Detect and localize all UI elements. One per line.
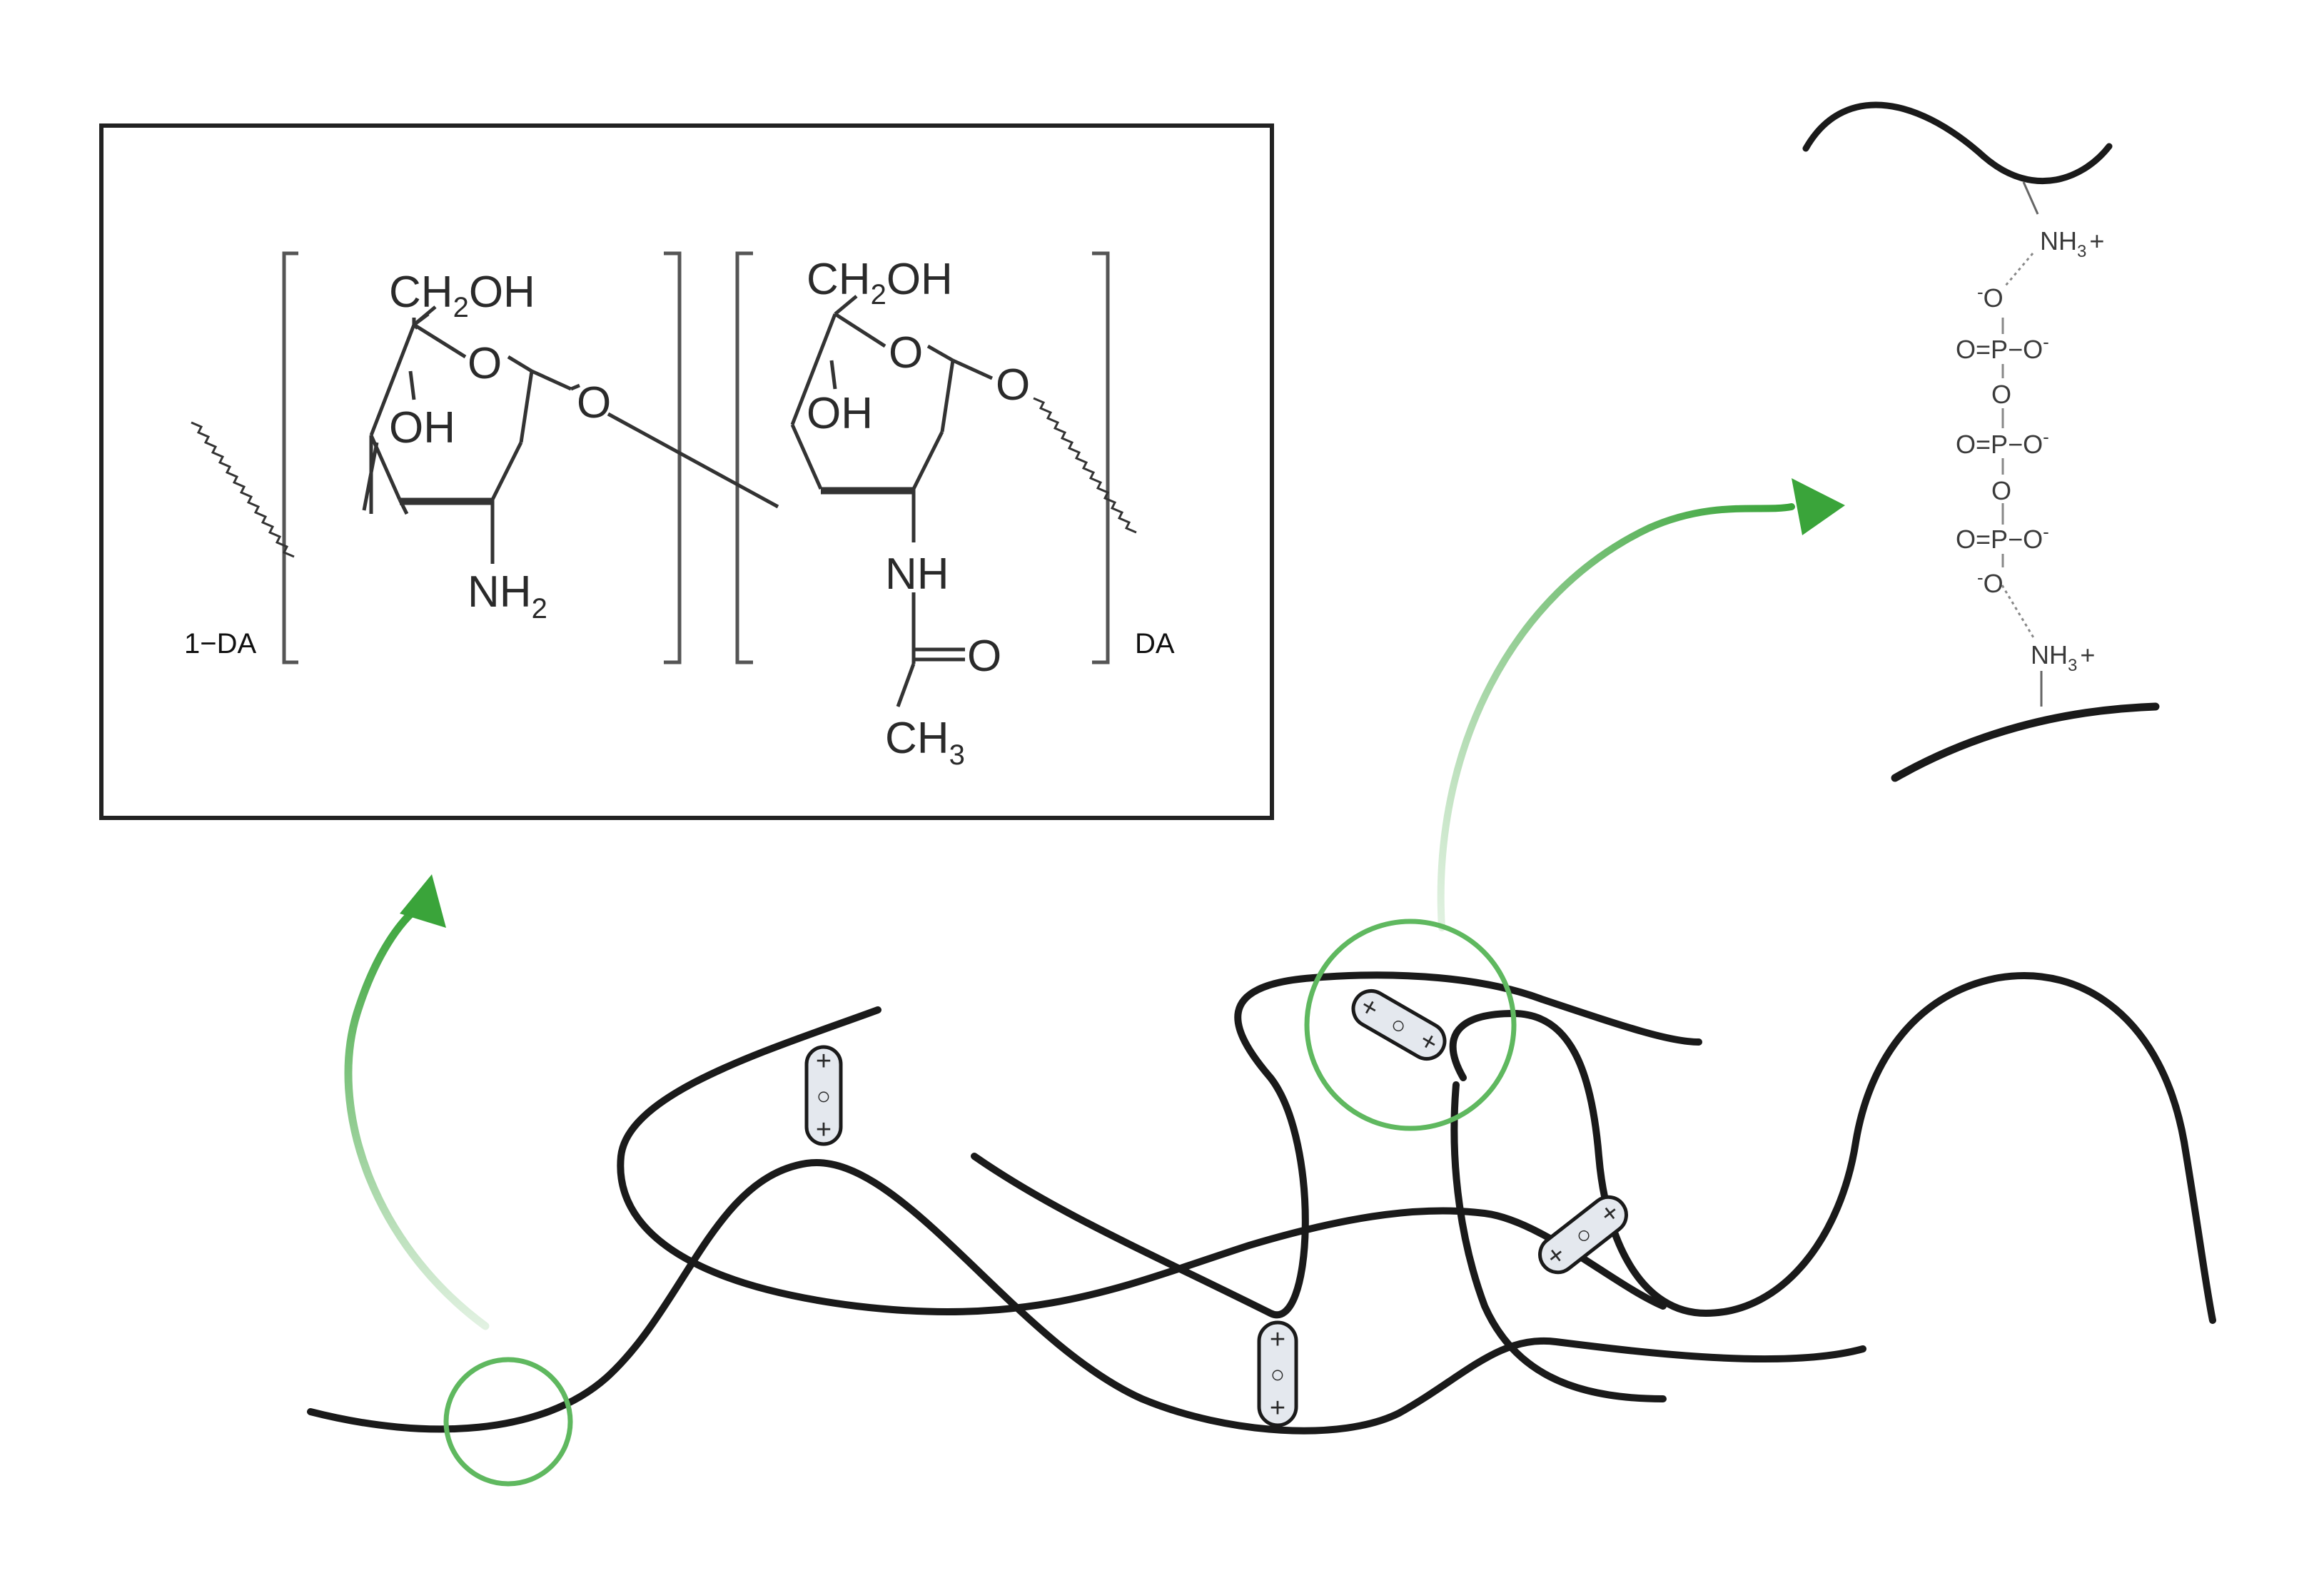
zoom-arrow-right <box>1437 478 1845 931</box>
ionic-circle-1: ○ <box>817 1083 832 1110</box>
unit2-ch2oh-label: CH2OH <box>807 255 953 310</box>
unit2-ch3-label: CH3 <box>885 714 965 771</box>
ionic-bond-2: + ○ + <box>1351 989 1447 1061</box>
bracket-left-close <box>664 251 682 664</box>
phosphate-row-3: O=P−O- <box>1956 521 2049 554</box>
polymer-chain-3 <box>971 971 1702 1319</box>
polymer-chain-2 <box>617 1006 1667 1315</box>
ring1-left-bond <box>362 442 379 511</box>
unit1-ring-oxygen: O <box>468 339 502 388</box>
bottom-polymer-strand <box>1891 702 2160 782</box>
phosphate-row-2: O=P−O- <box>1956 426 2049 459</box>
ring1-anomeric-bond <box>570 383 580 391</box>
ionic-interaction-dotted-bottom <box>2001 585 2036 639</box>
zoom-arrow-left <box>344 874 490 1330</box>
nh3-plus-bottom: NH3+ <box>2031 640 2095 675</box>
ionic-plus-4b: + <box>1270 1393 1285 1423</box>
unit2-ring-oxygen: O <box>889 328 923 378</box>
wavy-bond-left <box>191 421 295 558</box>
ring1-oh-bond <box>408 370 416 400</box>
nh3-plus-top: NH3+ <box>2040 226 2104 261</box>
ionic-plus-4a: + <box>1270 1325 1285 1355</box>
top-amine-stem <box>2022 181 2039 215</box>
subscript-1-minus-da: 1−DA <box>184 628 256 659</box>
ring1-ch2-bond <box>413 305 437 326</box>
top-polymer-strand <box>1802 101 2113 184</box>
polymer-chain-4 <box>1449 972 2216 1324</box>
highlight-circle-crosslink <box>1304 919 1517 1131</box>
unit1-link-oxygen: O <box>577 378 611 428</box>
o-minus-bottom: -O <box>1977 567 2004 598</box>
arrowhead-left <box>400 874 446 928</box>
unit2-carbonyl-oxygen: O <box>967 632 1001 681</box>
arrowhead-right <box>1792 478 1845 535</box>
phosphate-row-1: O=P−O- <box>1956 331 2049 364</box>
highlight-circle-monomer <box>443 1357 573 1487</box>
chitosan-network <box>307 971 2216 1435</box>
unit2-link-oxygen: O <box>996 360 1030 410</box>
bracket-left-open <box>282 251 298 664</box>
wavy-bond-right <box>1033 397 1137 534</box>
ionic-interaction-dotted-top <box>2004 253 2034 286</box>
polymer-chain-1 <box>307 1158 1866 1435</box>
structure-box-border <box>99 123 1274 820</box>
ionic-bond-1: + ○ + <box>804 1045 843 1146</box>
ionic-plus-1a: + <box>816 1046 832 1076</box>
unit1-nh2-label: NH2 <box>468 567 547 624</box>
crosslink-detail: NH3+ -O O=P−O- O O=P−O- O O=P−O- -O NH3+ <box>1802 101 2160 782</box>
acetylglucosamine-ring <box>790 295 994 707</box>
unit1-oh-label: OH <box>389 403 455 452</box>
subscript-da: DA <box>1135 628 1175 659</box>
ionic-circle-4: ○ <box>1270 1361 1285 1388</box>
bracket-right-open <box>735 251 753 664</box>
ionic-bond-4: + ○ + <box>1257 1320 1298 1427</box>
unit2-nh-label: NH <box>885 550 949 599</box>
o-minus-top: -O <box>1977 281 2004 313</box>
polymer-chain-5 <box>1450 1081 1667 1402</box>
bridge-oxygen-2: O <box>1991 476 2011 505</box>
unit2-oh-label: OH <box>807 389 873 438</box>
bridge-oxygen-1: O <box>1991 380 2011 409</box>
glycosidic-bond <box>607 412 779 509</box>
ionic-plus-1b: + <box>816 1115 832 1145</box>
structure-panel: CH2OH O OH NH2 O CH2OH O OH O NH O <box>99 123 1274 820</box>
ionic-bond-3: + ○ + <box>1538 1195 1628 1275</box>
bracket-right-close <box>1092 251 1110 664</box>
unit1-ch2oh-label: CH2OH <box>389 268 535 323</box>
